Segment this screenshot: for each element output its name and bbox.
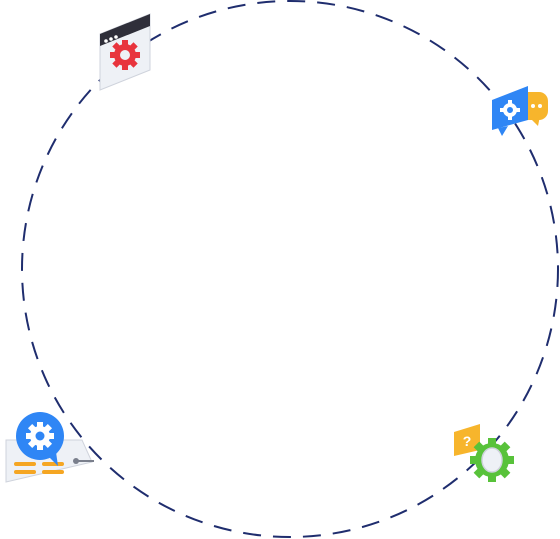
browser-settings-icon <box>99 13 151 91</box>
chat-settings-icon <box>492 86 548 136</box>
help-gear-icon: ? <box>454 424 514 482</box>
support-ticket-settings-icon <box>5 412 94 483</box>
svg-text:?: ? <box>463 433 472 449</box>
dashed-orbit-ring <box>21 0 559 538</box>
